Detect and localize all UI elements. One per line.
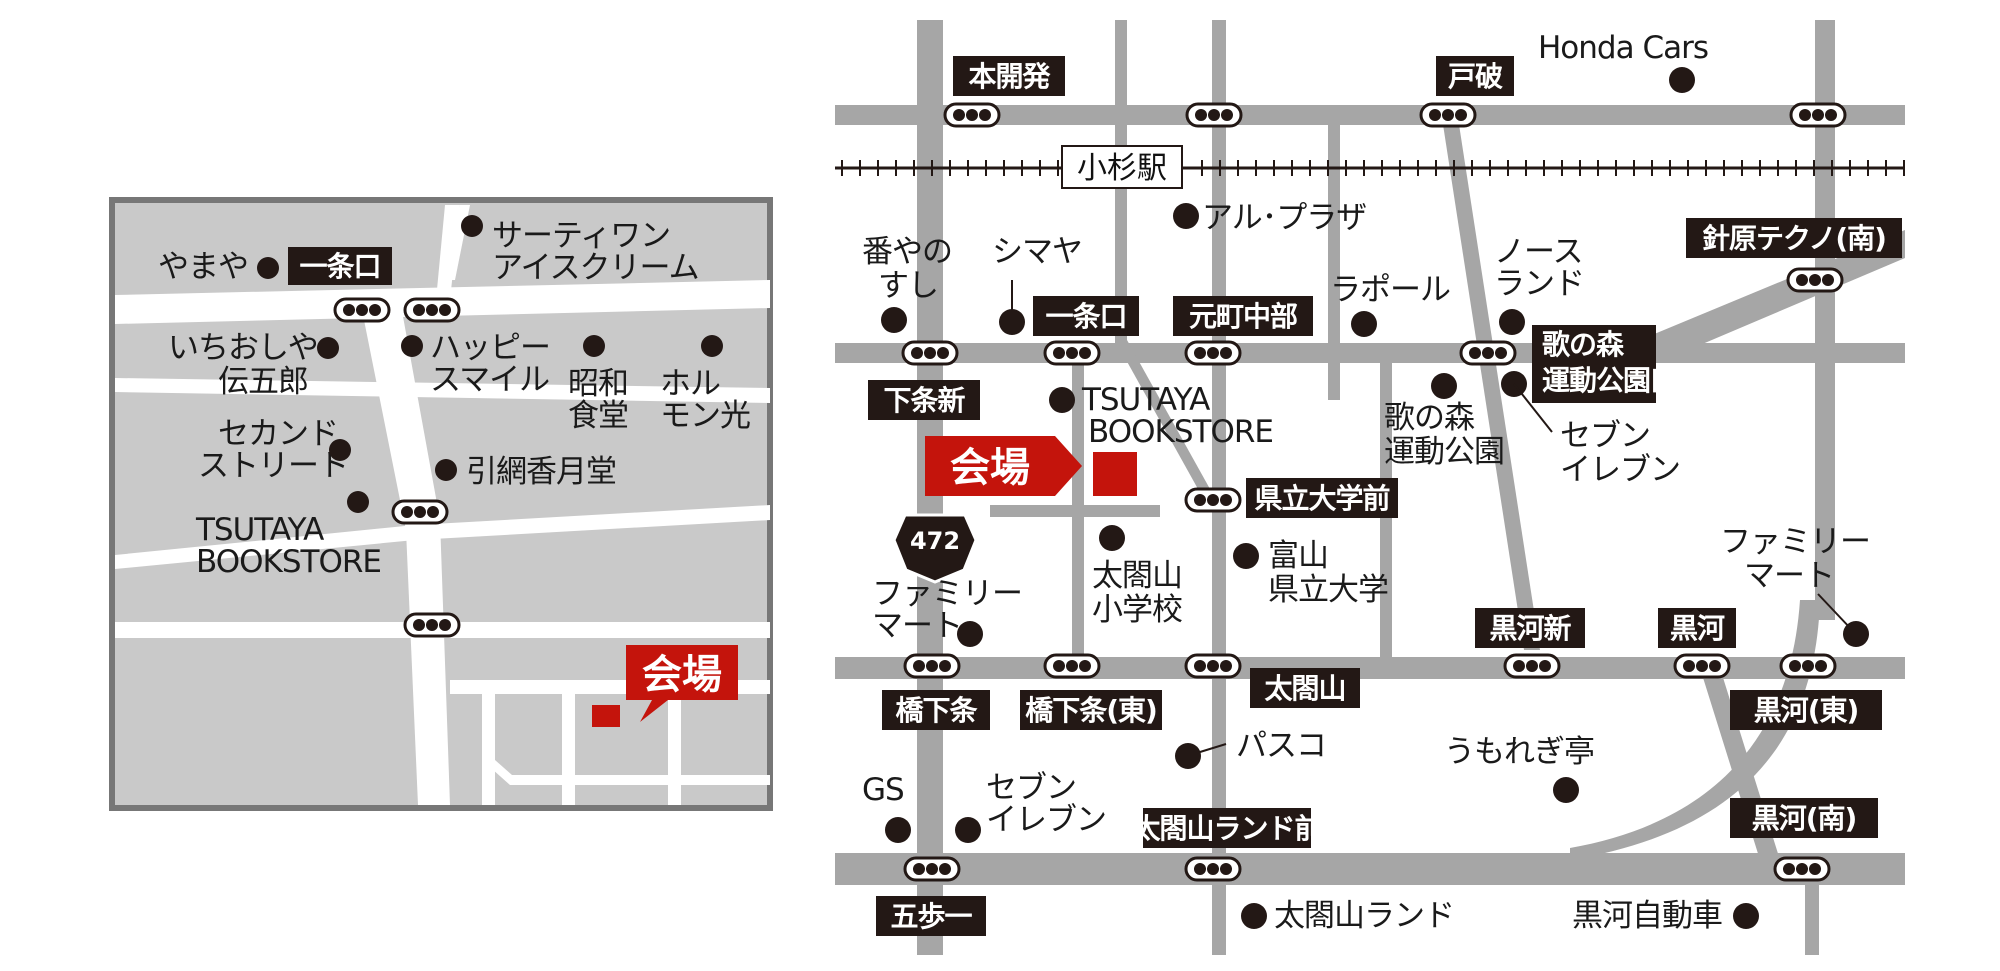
svg-text:すし: すし — [878, 268, 938, 304]
svg-text:黒河新: 黒河新 — [1489, 612, 1571, 645]
svg-text:小学校: 小学校 — [1092, 592, 1182, 628]
svg-text:太閤山ランド前: 太閤山ランド前 — [1132, 812, 1321, 845]
svg-text:472: 472 — [910, 527, 960, 555]
svg-text:太閤山ランド: 太閤山ランド — [1274, 898, 1454, 934]
svg-text:伝五郎: 伝五郎 — [218, 364, 308, 400]
svg-text:アイスクリーム: アイスクリーム — [492, 250, 699, 286]
svg-text:セブン: セブン — [1560, 418, 1650, 454]
svg-text:元町中部: 元町中部 — [1189, 300, 1298, 333]
svg-text:会場: 会場 — [642, 652, 722, 698]
svg-text:GS: GS — [862, 772, 904, 808]
svg-text:うもれぎ亭: うもれぎ亭 — [1444, 734, 1594, 770]
svg-text:五歩一: 五歩一 — [890, 900, 972, 933]
svg-text:ランド: ランド — [1494, 266, 1584, 302]
svg-text:イレブン: イレブン — [1560, 452, 1680, 488]
svg-text:富山: 富山 — [1268, 538, 1328, 574]
svg-text:シマヤ: シマヤ — [992, 234, 1082, 270]
main-labels: 本開発 戸破 針原テクノ(南) 一条口 元町中部 歌の森 運動公園口 下条新 県… — [868, 56, 1902, 936]
svg-text:BOOKSTORE: BOOKSTORE — [1088, 414, 1273, 450]
main-venue-marker: 会場 — [925, 436, 1137, 496]
svg-text:太閤山: 太閤山 — [1264, 672, 1345, 705]
svg-text:太閤山: 太閤山 — [1092, 558, 1182, 594]
svg-text:運動公園口: 運動公園口 — [1542, 364, 1677, 397]
inset-venue-marker: 会場 — [592, 645, 738, 727]
inset-pois: やまや サーティワン アイスクリーム いちおしや 伝五郎 ハッピー スマイル 昭… — [158, 215, 751, 580]
svg-text:番やの: 番やの — [862, 234, 952, 270]
svg-text:一条口: 一条口 — [1045, 300, 1126, 333]
svg-text:アル･プラザ: アル･プラザ — [1202, 200, 1366, 236]
railway — [835, 160, 1905, 176]
svg-text:会場: 会場 — [950, 445, 1030, 491]
svg-text:橋下条(東): 橋下条(東) — [1025, 694, 1157, 727]
svg-text:黒河自動車: 黒河自動車 — [1572, 898, 1722, 934]
svg-text:Honda Cars: Honda Cars — [1538, 30, 1708, 66]
svg-text:歌の森: 歌の森 — [1384, 400, 1475, 436]
svg-text:マート: マート — [872, 608, 962, 644]
svg-text:いちおしや: いちおしや — [168, 330, 318, 366]
svg-text:BOOKSTORE: BOOKSTORE — [196, 544, 381, 580]
svg-text:パスコ: パスコ — [1236, 728, 1326, 764]
svg-text:サーティワン: サーティワン — [492, 218, 670, 254]
svg-text:ラポール: ラポール — [1330, 272, 1450, 308]
svg-text:マート: マート — [1744, 558, 1834, 594]
svg-text:昭和: 昭和 — [568, 366, 628, 402]
svg-text:歌の森: 歌の森 — [1542, 328, 1625, 361]
svg-text:TSUTAYA: TSUTAYA — [1081, 382, 1210, 418]
svg-text:TSUTAYA: TSUTAYA — [195, 512, 324, 548]
svg-text:県立大学前: 県立大学前 — [1254, 482, 1389, 515]
inset-label-ichijoguchi: 一条口 — [288, 247, 392, 285]
svg-text:ファミリー: ファミリー — [872, 576, 1022, 612]
svg-text:小杉駅: 小杉駅 — [1077, 151, 1167, 186]
svg-text:食堂: 食堂 — [568, 398, 628, 434]
svg-text:スマイル: スマイル — [430, 362, 549, 398]
svg-text:ストリート: ストリート — [198, 448, 348, 484]
svg-text:戸破: 戸破 — [1448, 60, 1503, 93]
svg-text:ノース: ノース — [1494, 234, 1582, 270]
svg-text:黒河(南): 黒河(南) — [1752, 802, 1857, 835]
svg-text:本開発: 本開発 — [968, 60, 1051, 93]
svg-text:ハッピー: ハッピー — [430, 330, 550, 366]
station-kosugi: 小杉駅 — [1061, 145, 1183, 189]
poi-yamaya: やまや — [158, 249, 248, 285]
svg-text:県立大学: 県立大学 — [1268, 572, 1388, 608]
main-pois: Honda Cars アル･プラザ 番やの すし シマヤ ラポール ノース ラン… — [862, 30, 1871, 934]
svg-text:セカンド: セカンド — [218, 416, 338, 452]
svg-text:黒河(東): 黒河(東) — [1754, 694, 1859, 727]
inset-map — [109, 197, 773, 811]
svg-text:ホル: ホル — [660, 366, 720, 402]
svg-text:運動公園: 運動公園 — [1384, 434, 1504, 470]
svg-text:橋下条: 橋下条 — [895, 694, 977, 727]
svg-text:ファミリー: ファミリー — [1720, 524, 1870, 560]
svg-text:引網香月堂: 引網香月堂 — [466, 454, 616, 490]
svg-text:一条口: 一条口 — [299, 250, 380, 283]
svg-text:針原テクノ(南): 針原テクノ(南) — [1702, 222, 1886, 255]
svg-text:黒河: 黒河 — [1670, 612, 1725, 645]
svg-text:イレブン: イレブン — [986, 802, 1106, 838]
svg-text:モン光: モン光 — [660, 398, 750, 434]
svg-text:セブン: セブン — [986, 770, 1076, 806]
route-472-shield: 472 — [892, 513, 978, 584]
svg-text:下条新: 下条新 — [883, 384, 965, 417]
